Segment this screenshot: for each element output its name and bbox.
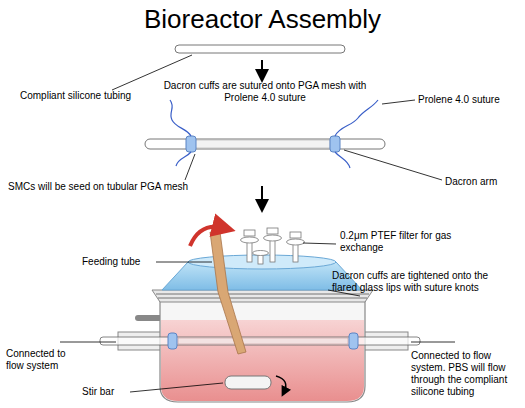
glass-vessel: [160, 300, 365, 402]
dacron-cuff: [168, 333, 177, 349]
label-anchor: Compliant silicone tubing: [20, 90, 160, 102]
pga-mesh: [195, 140, 330, 148]
prolene-suture: [335, 152, 350, 168]
callout-label: Dacron cuffs are tightened onto the flar…: [332, 270, 512, 294]
prolene-suture: [170, 100, 191, 136]
callout-label: Compliant silicone tubing: [20, 90, 160, 102]
title-anchor: Bioreactor Assembly: [0, 4, 525, 34]
feeding-tube: [210, 232, 246, 354]
silicone-tube: [175, 45, 345, 53]
leader-line: [382, 100, 415, 104]
label-anchor: Feeding tube: [82, 256, 154, 268]
leader-line: [156, 262, 212, 263]
label-anchor: Dacron cuffs are sutured onto PGA mesh w…: [160, 80, 370, 104]
callout-label: Dacron arm: [445, 176, 520, 188]
stir-bar: [225, 376, 271, 389]
culture-medium: [161, 320, 364, 401]
callout-label: Connected to flow system. PBS will flow …: [411, 350, 521, 398]
leader-line: [185, 154, 195, 180]
label-anchor: 0.2μm PTEF filter for gas exchange: [340, 230, 480, 254]
suture-knot: [158, 298, 367, 299]
callout-label: Connected to flow system: [6, 348, 76, 372]
callout-label: Prolene 4.0 suture: [418, 94, 518, 106]
callout-label: Dacron cuffs are sutured onto PGA mesh w…: [160, 80, 370, 104]
label-anchor: SMCs will be seed on tubular PGA mesh: [8, 181, 223, 193]
label-anchor: Prolene 4.0 suture: [418, 94, 518, 106]
leader-line: [303, 243, 336, 244]
pga-mesh: [178, 338, 348, 344]
callout-label: SMCs will be seed on tubular PGA mesh: [8, 181, 223, 193]
leader-line: [130, 383, 223, 392]
suture-knot: [156, 294, 369, 295]
leader-line: [344, 150, 442, 180]
label-anchor: Dacron cuffs are tightened onto the flar…: [332, 270, 512, 294]
dacron-cuff: [186, 136, 196, 152]
leader-line: [411, 342, 455, 343]
dacron-cuff: [330, 136, 340, 152]
gas-filter: [241, 228, 305, 264]
label-anchor: Connected to flow system. PBS will flow …: [411, 350, 521, 398]
callout-label: 0.2μm PTEF filter for gas exchange: [340, 230, 480, 254]
feeding-arrow: [190, 227, 224, 246]
label-anchor: Stir bar: [82, 386, 142, 398]
diagram-title: Bioreactor Assembly: [0, 4, 525, 34]
callout-label: Feeding tube: [82, 256, 154, 268]
step-arrow: [261, 60, 263, 76]
rotation-arrow: [276, 376, 286, 392]
silicone-tube: [100, 337, 420, 345]
prolene-suture: [176, 152, 191, 166]
label-anchor: Dacron arm: [445, 176, 520, 188]
step-arrow: [261, 186, 263, 206]
dacron-cuff: [349, 333, 358, 349]
callout-label: Stir bar: [82, 386, 142, 398]
prolene-suture: [335, 100, 378, 136]
label-anchor: Connected to flow system: [6, 348, 76, 372]
leader-line: [60, 342, 116, 343]
glass-port: [138, 315, 162, 321]
silicone-tube: [145, 139, 385, 149]
